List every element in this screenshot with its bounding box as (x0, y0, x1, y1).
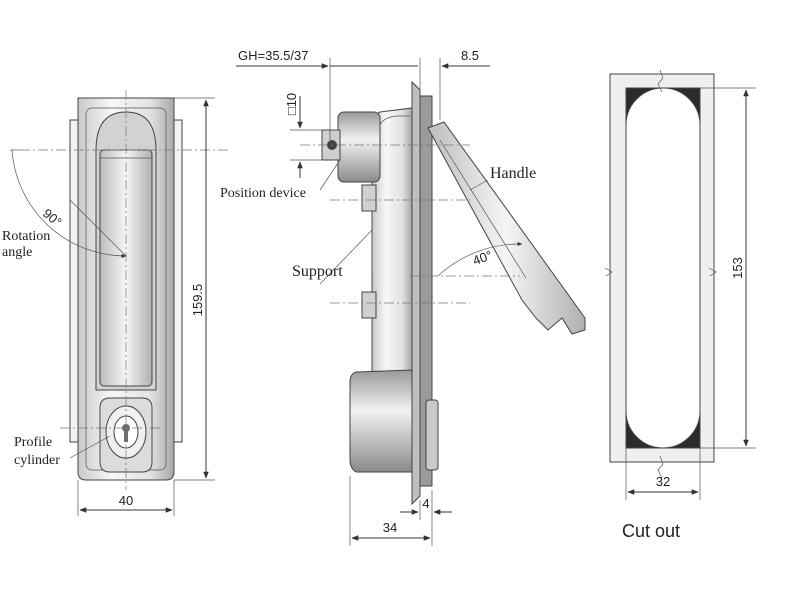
side-view (300, 80, 586, 506)
label-profile-1: Profile (14, 435, 52, 450)
cut-out-view (604, 69, 756, 500)
dim-body-depth: 34 (383, 520, 397, 535)
dim-front-width: 40 (119, 493, 133, 508)
support-screw-top (361, 184, 377, 212)
side-lower-block (349, 369, 413, 473)
front-view (10, 90, 230, 490)
side-handle (427, 121, 586, 335)
front-dimensions (77, 97, 215, 516)
label-cut-out: Cut out (622, 521, 680, 541)
dim-flange: 4 (422, 496, 429, 511)
cutout-opening (625, 87, 701, 449)
dim-rotation: 90° (40, 206, 65, 230)
dim-handle-angle: 40° (471, 247, 495, 268)
dim-cutout-height: 153 (730, 257, 745, 279)
position-device (337, 111, 381, 183)
label-rotation-1: Rotation (2, 229, 50, 244)
dim-front-height: 159.5 (190, 284, 205, 317)
label-handle: Handle (490, 165, 536, 182)
support-screw-bottom (361, 291, 377, 319)
dim-gh: GH=35.5/37 (238, 48, 308, 63)
side-dimensions (236, 58, 490, 546)
label-support: Support (292, 263, 343, 280)
dim-handle-offset: 8.5 (461, 48, 479, 63)
label-position-device: Position device (220, 186, 306, 201)
dim-cutout-width: 32 (656, 474, 670, 489)
label-profile-2: cylinder (14, 453, 60, 468)
dim-square: □10 (284, 93, 299, 115)
label-rotation-2: angle (2, 245, 32, 260)
